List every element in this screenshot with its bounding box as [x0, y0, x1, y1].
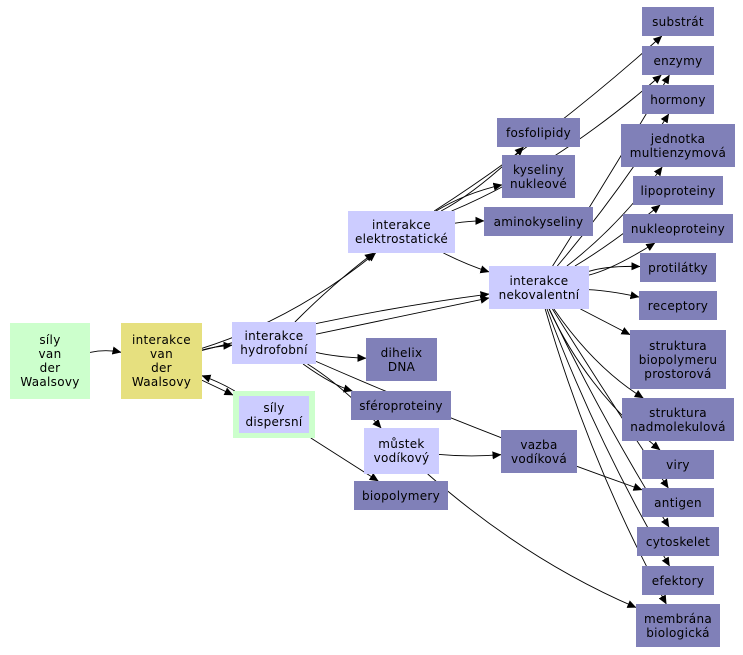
edge-elektrostaticke-to-kyseliny [435, 182, 503, 212]
edge-elektrostaticke-to-nekovalentni [443, 252, 490, 274]
edge-hydrofobni-to-sferoproteiny [302, 363, 353, 393]
node-label: nukleoproteiny [630, 221, 726, 236]
node-viry[interactable]: viry [642, 450, 714, 479]
node-vazba-vodikova[interactable]: vazba vodíková [501, 430, 577, 473]
node-label: membrána biologická [643, 611, 713, 640]
node-interakce-van-der-waalsovy[interactable]: interakce van der Waalsovy [121, 323, 202, 399]
node-interakce-nekovalentni[interactable]: interakce nekovalentní [489, 266, 589, 309]
node-label: struktura biopolymeru prostorová [638, 338, 718, 381]
node-label: aminokyseliny [493, 214, 584, 229]
node-dihelix-dna[interactable]: dihelix DNA [366, 338, 437, 381]
edge-nekovalentni-to-protilatky [588, 262, 641, 272]
node-interakce-hydrofobni[interactable]: interakce hydrofobní [232, 322, 316, 364]
node-label: enzymy [653, 53, 703, 68]
node-label: síly van der Waalsovy [20, 333, 80, 389]
node-sily-van-der-waalsovy[interactable]: síly van der Waalsovy [10, 323, 90, 399]
edge-interakce_vdw-to-elektrostaticke [201, 252, 376, 349]
node-label: síly dispersní [245, 400, 303, 429]
edge-nekovalentni-to-lipoproteiny [574, 204, 661, 267]
node-label: lipoproteiny [640, 183, 716, 198]
node-label: vazba vodíková [510, 437, 568, 466]
node-mustek-vodikovy[interactable]: můstek vodíkový [364, 428, 439, 474]
node-lipoproteiny[interactable]: lipoproteiny [633, 176, 723, 205]
node-nukleoproteiny[interactable]: nukleoproteiny [623, 214, 733, 243]
node-interakce-elektrostaticke[interactable]: interakce elektrostatické [348, 211, 455, 253]
edge-nekovalentni-to-nukleoproteiny [588, 242, 656, 276]
node-label: antigen [654, 495, 702, 510]
edge-hydrofobni-to-antigen [315, 360, 643, 491]
node-struktura-nadmolekulova[interactable]: struktura nadmolekulová [622, 398, 734, 441]
node-fosfolipidy[interactable]: fosfolipidy [497, 118, 580, 147]
node-struktura-biopolymeru-prostorova[interactable]: struktura biopolymeru prostorová [630, 330, 726, 389]
node-sferoproteiny[interactable]: sféroproteiny [351, 391, 451, 420]
node-label: můstek vodíkový [373, 437, 430, 465]
edge-mustek-to-vazba [438, 451, 502, 460]
node-label: dihelix DNA [380, 345, 423, 374]
node-substrat[interactable]: substrát [642, 7, 714, 36]
edge-dispersni-to-biopolymery [310, 437, 379, 482]
node-label: efektory [651, 573, 705, 588]
node-label: interakce hydrofobní [240, 329, 308, 357]
edge-dispersni-to-interakce_vdw [201, 374, 236, 392]
node-label: interakce van der Waalsovy [131, 333, 192, 389]
node-jednotka-multienzymova[interactable]: jednotka multienzymová [621, 124, 735, 167]
edge-elektrostaticke-to-aminokyseliny [454, 216, 485, 225]
edge-nekovalentni-to-receptory [588, 289, 640, 300]
node-label: interakce nekovalentní [498, 273, 580, 302]
node-hormony[interactable]: hormony [642, 85, 714, 114]
edge-hydrofobni-to-elektrostaticke [294, 252, 374, 323]
node-label: protilátky [648, 260, 708, 275]
node-label: cytoskelet [645, 534, 711, 549]
edge-hydrofobni-to-nekovalentni [315, 295, 490, 335]
edge-hydrofobni-to-dihelix [315, 352, 367, 362]
node-label: hormony [650, 92, 706, 107]
node-cytoskelet[interactable]: cytoskelet [637, 527, 719, 556]
node-label: sféroproteiny [359, 398, 443, 413]
node-label: biopolymery [361, 488, 441, 503]
edge-mustek-to-membrana [427, 473, 637, 608]
node-membrana-biologicka[interactable]: membrána biologická [636, 604, 720, 647]
node-label: viry [666, 457, 690, 472]
node-efektory[interactable]: efektory [642, 566, 714, 595]
node-label: jednotka multienzymová [629, 131, 727, 160]
node-sily-dispersni[interactable]: síly dispersní [233, 391, 315, 438]
node-label: kyseliny nukleové [509, 162, 568, 191]
edge-nekovalentni-to-struktura_bio [580, 308, 631, 336]
edge-nekovalentni-to-struktura_nad [553, 308, 644, 399]
node-label: struktura nadmolekulová [630, 405, 726, 434]
node-label: receptory [647, 298, 709, 313]
edge-hydrofobni-to-mustek [307, 363, 382, 429]
node-kyseliny-nukleove[interactable]: kyseliny nukleové [502, 155, 575, 198]
node-enzymy[interactable]: enzymy [642, 46, 714, 75]
node-aminokyseliny[interactable]: aminokyseliny [484, 207, 593, 236]
node-biopolymery[interactable]: biopolymery [354, 481, 448, 510]
node-antigen[interactable]: antigen [642, 488, 714, 517]
edge-sily_vdw-to-interakce_vdw [89, 346, 122, 355]
node-receptory[interactable]: receptory [639, 291, 717, 320]
node-label: substrát [652, 14, 704, 29]
node-label: fosfolipidy [505, 125, 572, 140]
node-protilatky[interactable]: protilátky [640, 253, 716, 282]
node-label: interakce elektrostatické [354, 218, 449, 246]
